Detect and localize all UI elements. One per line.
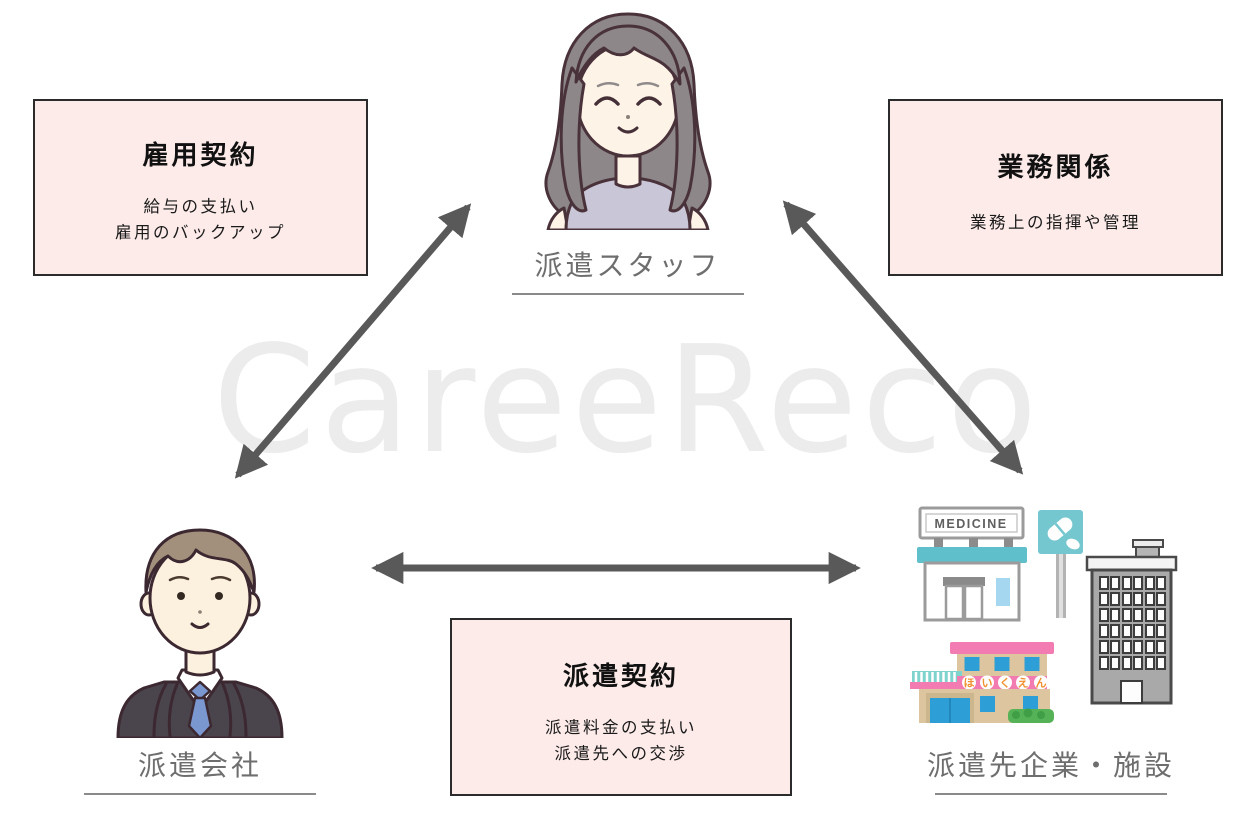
client-figure: MEDICINE <box>888 490 1214 795</box>
nursery-banner: ほいくえん <box>962 675 1054 690</box>
medicine-sign-text: MEDICINE <box>934 517 1007 531</box>
nursery-sign-text: ほいくえん <box>964 677 1054 690</box>
pharmacy-illustration: MEDICINE <box>917 506 1027 622</box>
box-line: 雇用のバックアップ <box>115 224 286 242</box>
pill-sign-icon <box>1038 510 1083 618</box>
woman-bangs <box>574 24 681 86</box>
agency-figure: 派遣会社 <box>78 500 322 795</box>
nursery-illustration: ほいくえん <box>910 642 1054 723</box>
man-eyes <box>177 592 185 600</box>
employment-contract-box: 雇用契約 給与の支払い 雇用のバックアップ <box>33 99 368 276</box>
man-avatar-illustration <box>116 528 284 738</box>
box-line: 派遣料金の支払い <box>545 719 697 737</box>
dispatch-contract-box: 派遣契約 派遣料金の支払い 派遣先への交渉 <box>450 618 792 796</box>
staff-caption: 派遣スタッフ <box>511 244 744 295</box>
agency-label: 派遣会社 <box>137 750 262 781</box>
client-caption: 派遣先企業・施設 <box>927 744 1175 795</box>
staff-label: 派遣スタッフ <box>534 250 721 281</box>
man-tie <box>187 680 213 738</box>
client-label: 派遣先企業・施設 <box>926 750 1175 781</box>
business-relation-box: 業務関係 業務上の指揮や管理 <box>888 99 1223 276</box>
staff-figure: 派遣スタッフ <box>505 8 750 295</box>
staff-underline <box>511 293 744 295</box>
agency-underline <box>84 793 316 795</box>
agency-caption: 派遣会社 <box>84 744 316 795</box>
client-buildings-illustration: MEDICINE <box>910 506 1178 723</box>
box-line: 給与の支払い <box>143 198 258 216</box>
box-line: 派遣先への交渉 <box>554 745 688 763</box>
client-underline <box>934 793 1167 795</box>
office-windows <box>1099 576 1166 670</box>
box-title: 雇用契約 <box>142 140 259 170</box>
woman-eyes <box>593 96 620 106</box>
bush-icon <box>1008 708 1054 723</box>
woman-avatar-illustration <box>544 12 711 230</box>
box-title: 派遣契約 <box>562 661 679 691</box>
office-building-illustration <box>1085 539 1178 705</box>
box-title: 業務関係 <box>997 152 1114 182</box>
box-line: 業務上の指揮や管理 <box>970 214 1141 232</box>
man-hair <box>144 528 256 594</box>
watermark-text: CareeReco <box>212 314 1042 486</box>
